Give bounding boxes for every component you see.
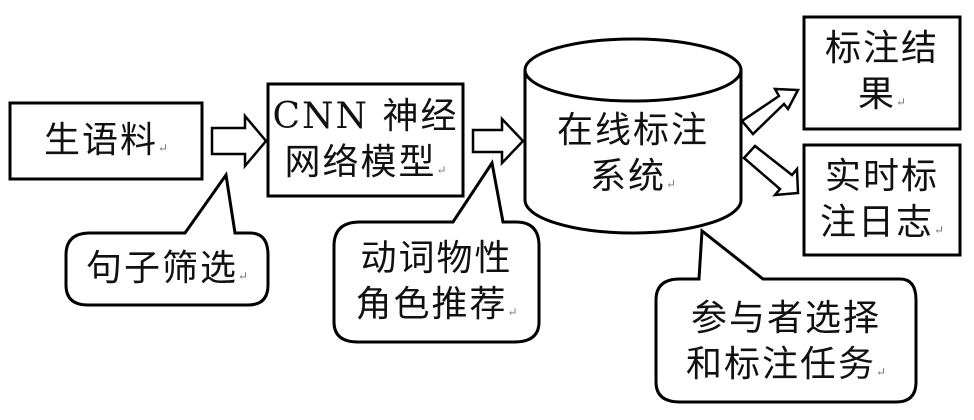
paragraph-mark: ↵ — [436, 163, 447, 177]
participant-task-text: 和标注任务 — [685, 344, 876, 385]
arrow-system-to-log — [742, 144, 800, 197]
role-recommend-line-2: 角色推荐↵ — [334, 282, 539, 335]
participant-task-line-1: 参与者选择 — [690, 298, 881, 339]
cylinder-top — [523, 37, 743, 103]
participant-task-label: 参与者选择 和标注任务↵ — [656, 296, 916, 395]
sentence-filter-line: 句子筛选↵ — [66, 246, 268, 299]
participant-task-line-2: 和标注任务↵ — [656, 342, 916, 395]
raw-corpus-box — [8, 101, 204, 181]
arrow-corpus-to-cnn — [210, 112, 268, 170]
cnn-model-box — [266, 82, 465, 198]
online-system-text: 系统 — [589, 156, 666, 197]
paragraph-mark: ↵ — [895, 95, 907, 109]
realtime-log-line-1: 实时标 — [824, 156, 939, 197]
result-label: 标注结 果↵ — [804, 26, 960, 125]
result-box — [802, 15, 962, 131]
callout-sentence-filter — [64, 171, 270, 307]
raw-corpus-line: 生语料↵ — [10, 118, 202, 171]
role-recommend-text: 角色推荐 — [355, 284, 508, 325]
raw-corpus-text: 生语料 — [43, 120, 158, 161]
callout-participant-task — [654, 228, 918, 404]
sentence-filter-label: 句子筛选↵ — [66, 246, 268, 299]
online-system-label: 在线标注 系统↵ — [525, 108, 741, 207]
role-recommend-label: 动词物性 角色推荐↵ — [334, 236, 539, 335]
online-system-line-2: 系统↵ — [525, 154, 741, 207]
realtime-log-box — [802, 143, 962, 257]
callout-role-recommend — [332, 159, 541, 344]
cnn-model-line-1: CNN 神经 — [272, 96, 459, 137]
online-system-cylinder — [523, 70, 743, 235]
cnn-model-line-2: 网络模型↵ — [268, 140, 463, 193]
paragraph-mark: ↵ — [507, 305, 518, 319]
sentence-filter-text: 句子筛选 — [85, 248, 238, 289]
paragraph-mark: ↵ — [665, 177, 677, 191]
role-recommend-line-1: 动词物性 — [360, 238, 513, 279]
online-system-line-1: 在线标注 — [556, 110, 709, 151]
realtime-log-text: 注日志 — [819, 202, 934, 243]
paragraph-mark: ↵ — [157, 141, 169, 155]
raw-corpus-label: 生语料↵ — [10, 118, 202, 171]
cnn-model-label: CNN 神经 网络模型↵ — [268, 94, 463, 193]
result-line-1: 标注结 — [824, 28, 939, 69]
arrow-cnn-to-system — [471, 115, 525, 167]
arrow-system-to-result — [740, 87, 801, 136]
realtime-log-line-2: 注日志↵ — [804, 200, 960, 253]
result-line-2: 果↵ — [804, 72, 960, 125]
paragraph-mark: ↵ — [933, 223, 945, 237]
paragraph-mark: ↵ — [237, 269, 249, 283]
realtime-log-label: 实时标 注日志↵ — [804, 154, 960, 253]
result-text: 果 — [857, 74, 896, 115]
cnn-model-text: 网络模型 — [284, 142, 437, 183]
paragraph-mark: ↵ — [875, 365, 887, 379]
